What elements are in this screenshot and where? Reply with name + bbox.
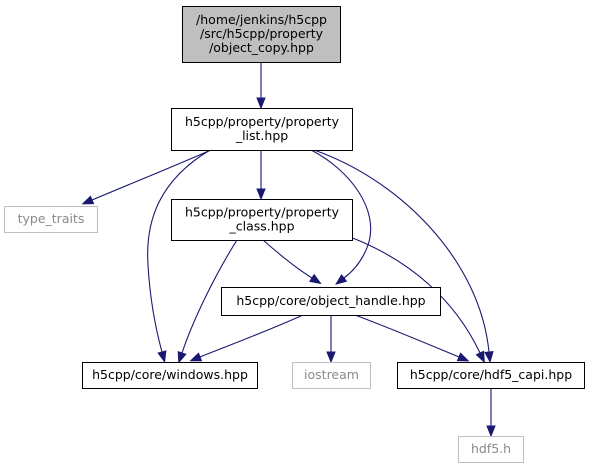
node-hdf5_h[interactable]: hdf5.h xyxy=(458,436,524,463)
edge-line xyxy=(147,149,211,353)
edge-line xyxy=(354,314,460,358)
edge-object_copy-to-property_list xyxy=(256,62,266,110)
node-label-line: h5cpp/core/hdf5_capi.hpp xyxy=(410,367,572,382)
node-box xyxy=(171,199,353,241)
edge-arrowhead xyxy=(475,350,485,364)
edge-arrowhead xyxy=(309,273,322,285)
edge-line xyxy=(199,314,304,358)
node-label-line: type_traits xyxy=(18,211,85,226)
edge-line xyxy=(91,149,212,201)
node-label-line: _list.hpp xyxy=(235,128,288,143)
edge-arrowhead xyxy=(157,350,167,363)
node-label-line: /object_copy.hpp xyxy=(209,40,314,55)
edge-property_class-to-object_handle xyxy=(262,239,322,285)
node-label-line: h5cpp/core/object_handle.hpp xyxy=(236,293,425,308)
node-box xyxy=(182,6,341,63)
node-iostream[interactable]: iostream xyxy=(292,362,371,389)
edge-arrowhead xyxy=(256,188,266,201)
node-label-line: h5cpp/property/property xyxy=(185,114,340,129)
edge-property_list-to-hdf5_capi xyxy=(313,149,494,364)
node-box xyxy=(171,108,353,151)
edge-property_list-to-type_traits xyxy=(81,149,212,205)
node-label-line: /home/jenkins/h5cpp xyxy=(196,12,327,27)
node-label-line: iostream xyxy=(304,367,359,382)
node-box xyxy=(458,436,524,463)
edge-arrowhead xyxy=(177,351,187,364)
edge-property_class-to-windows xyxy=(177,239,238,364)
edge-arrowhead xyxy=(486,425,496,438)
edges-layer xyxy=(81,62,496,438)
node-property_list[interactable]: h5cpp/property/property_list.hpp xyxy=(171,108,353,151)
node-box xyxy=(221,287,441,316)
edge-object_handle-to-iostream xyxy=(326,315,336,364)
edge-line xyxy=(181,239,238,354)
node-label-line: _class.hpp xyxy=(228,219,294,234)
node-hdf5_capi[interactable]: h5cpp/core/hdf5_capi.hpp xyxy=(397,362,585,389)
edge-property_list-to-object_handle xyxy=(310,149,372,285)
edge-arrowhead xyxy=(335,273,348,285)
edge-line xyxy=(349,236,481,354)
edge-object_handle-to-hdf5_capi xyxy=(354,314,470,362)
node-box xyxy=(4,206,98,233)
edge-property_class-to-hdf5_capi xyxy=(349,236,485,364)
edge-line xyxy=(262,239,313,279)
edge-property_list-to-property_class xyxy=(256,150,266,201)
node-box xyxy=(292,362,371,389)
node-property_class[interactable]: h5cpp/property/property_class.hpp xyxy=(171,199,353,241)
node-windows[interactable]: h5cpp/core/windows.hpp xyxy=(82,362,258,389)
nodes-layer: /home/jenkins/h5cpp/src/h5cpp/property/o… xyxy=(4,6,585,463)
node-box xyxy=(397,362,585,389)
edge-line xyxy=(310,149,372,279)
edge-arrowhead xyxy=(189,352,203,362)
edge-object_handle-to-windows xyxy=(189,314,304,362)
edge-arrowhead xyxy=(81,195,95,205)
edge-property_list-to-windows xyxy=(147,149,211,363)
node-label-line: hdf5.h xyxy=(471,441,511,456)
node-label-line: /src/h5cpp/property xyxy=(200,26,324,41)
node-box xyxy=(82,362,258,389)
node-type_traits[interactable]: type_traits xyxy=(4,206,98,233)
edge-arrowhead xyxy=(484,351,494,364)
node-label-line: h5cpp/property/property xyxy=(185,205,340,220)
node-object_handle[interactable]: h5cpp/core/object_handle.hpp xyxy=(221,287,441,316)
edge-arrowhead xyxy=(456,352,470,362)
edge-arrowhead xyxy=(256,97,266,110)
edge-line xyxy=(313,149,490,353)
edge-arrowhead xyxy=(326,351,336,364)
edge-hdf5_capi-to-hdf5_h xyxy=(486,388,496,438)
node-label-line: h5cpp/core/windows.hpp xyxy=(92,367,248,382)
node-object_copy[interactable]: /home/jenkins/h5cpp/src/h5cpp/property/o… xyxy=(182,6,341,63)
